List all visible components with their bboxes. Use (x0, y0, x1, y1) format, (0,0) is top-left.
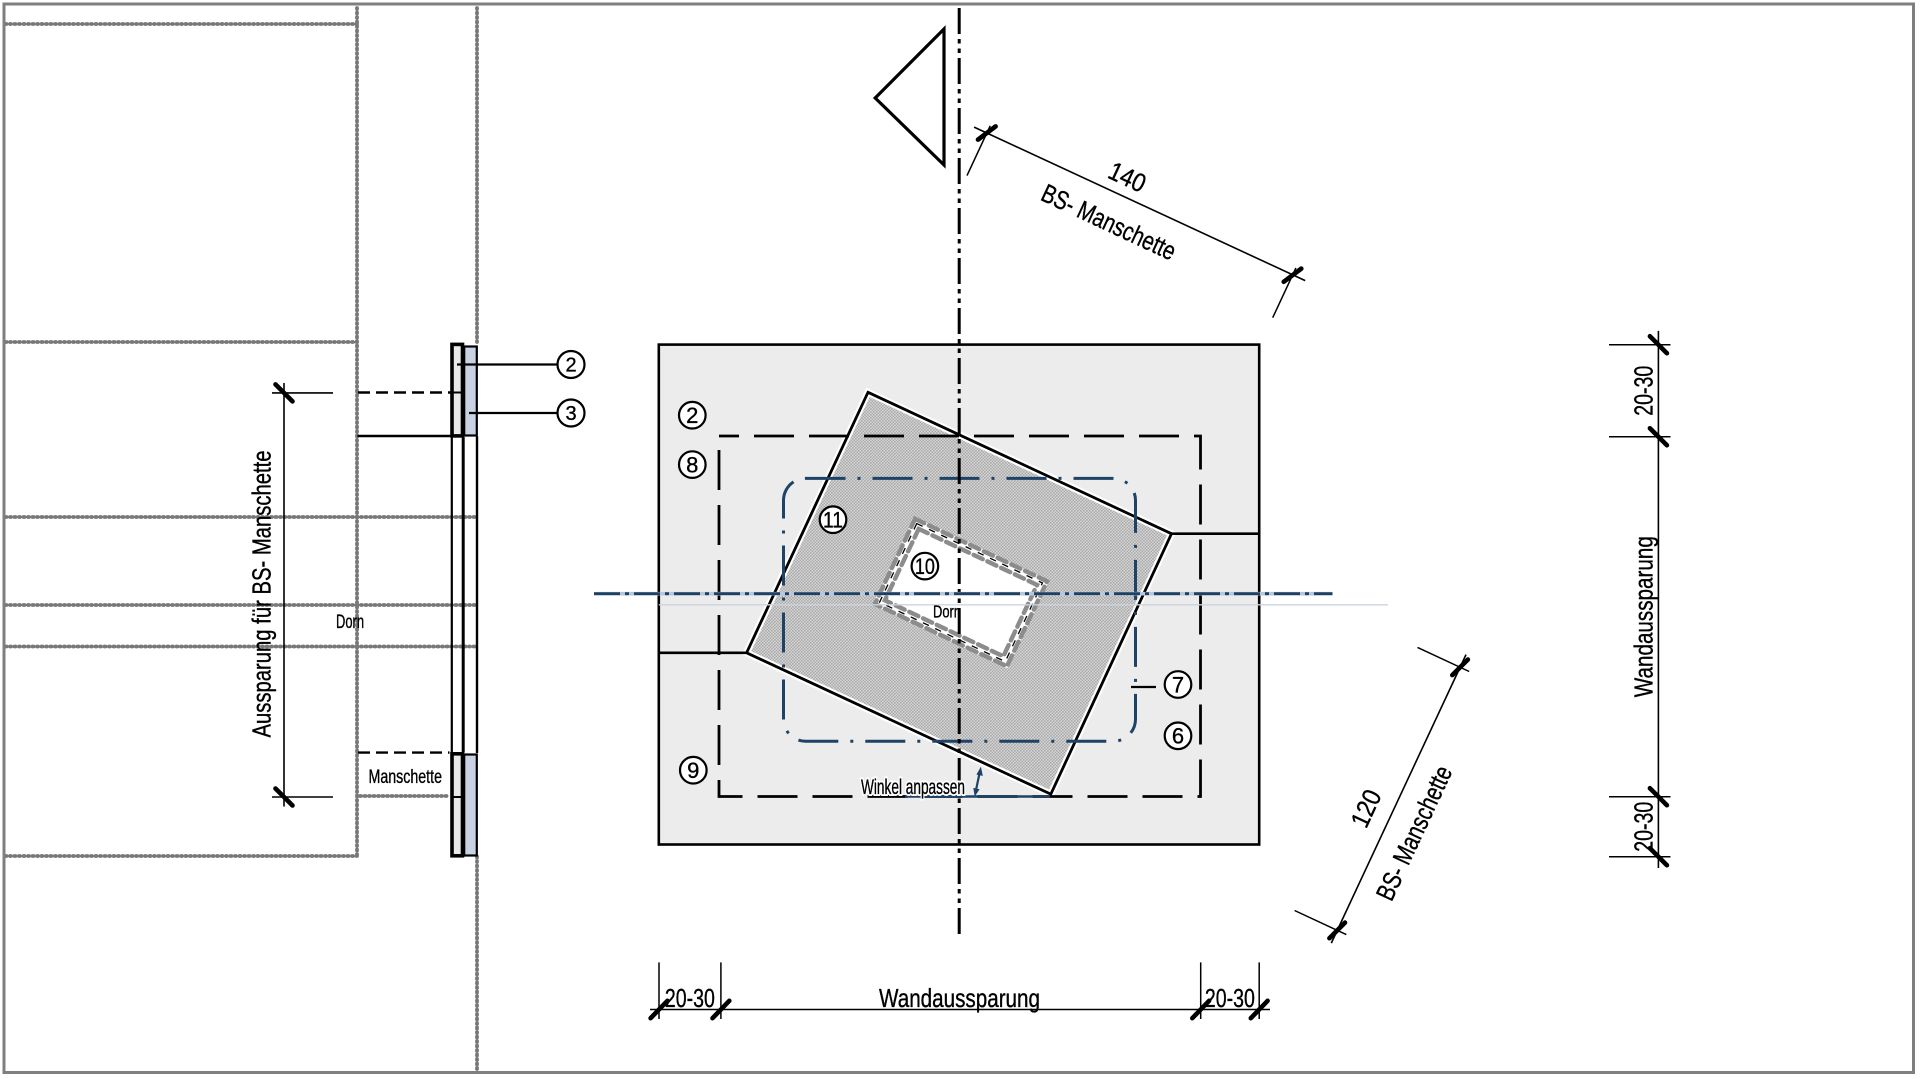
svg-text:20-30: 20-30 (1629, 802, 1659, 852)
svg-text:Wandaussparung: Wandaussparung (1629, 536, 1659, 697)
svg-text:Dorn: Dorn (336, 612, 364, 633)
svg-text:10: 10 (915, 554, 935, 579)
svg-text:2: 2 (686, 403, 698, 428)
svg-text:20-30: 20-30 (665, 983, 715, 1013)
svg-text:6: 6 (1172, 724, 1184, 749)
svg-text:Aussparung für BS- Manschette: Aussparung für BS- Manschette (247, 451, 277, 738)
svg-text:9: 9 (687, 758, 699, 783)
svg-text:Manschette: Manschette (369, 767, 443, 788)
svg-text:8: 8 (686, 453, 698, 478)
svg-text:Dorn: Dorn (933, 602, 961, 622)
svg-text:11: 11 (823, 508, 843, 533)
svg-text:20-30: 20-30 (1205, 983, 1255, 1013)
svg-text:Winkel anpassen: Winkel anpassen (861, 776, 965, 799)
svg-text:2: 2 (565, 355, 576, 377)
svg-text:20-30: 20-30 (1629, 366, 1659, 416)
svg-text:3: 3 (565, 403, 576, 425)
svg-text:7: 7 (1172, 672, 1184, 697)
svg-text:Winkel anpassen: Winkel anpassen (861, 776, 965, 799)
svg-text:Wandaussparung: Wandaussparung (879, 983, 1040, 1013)
